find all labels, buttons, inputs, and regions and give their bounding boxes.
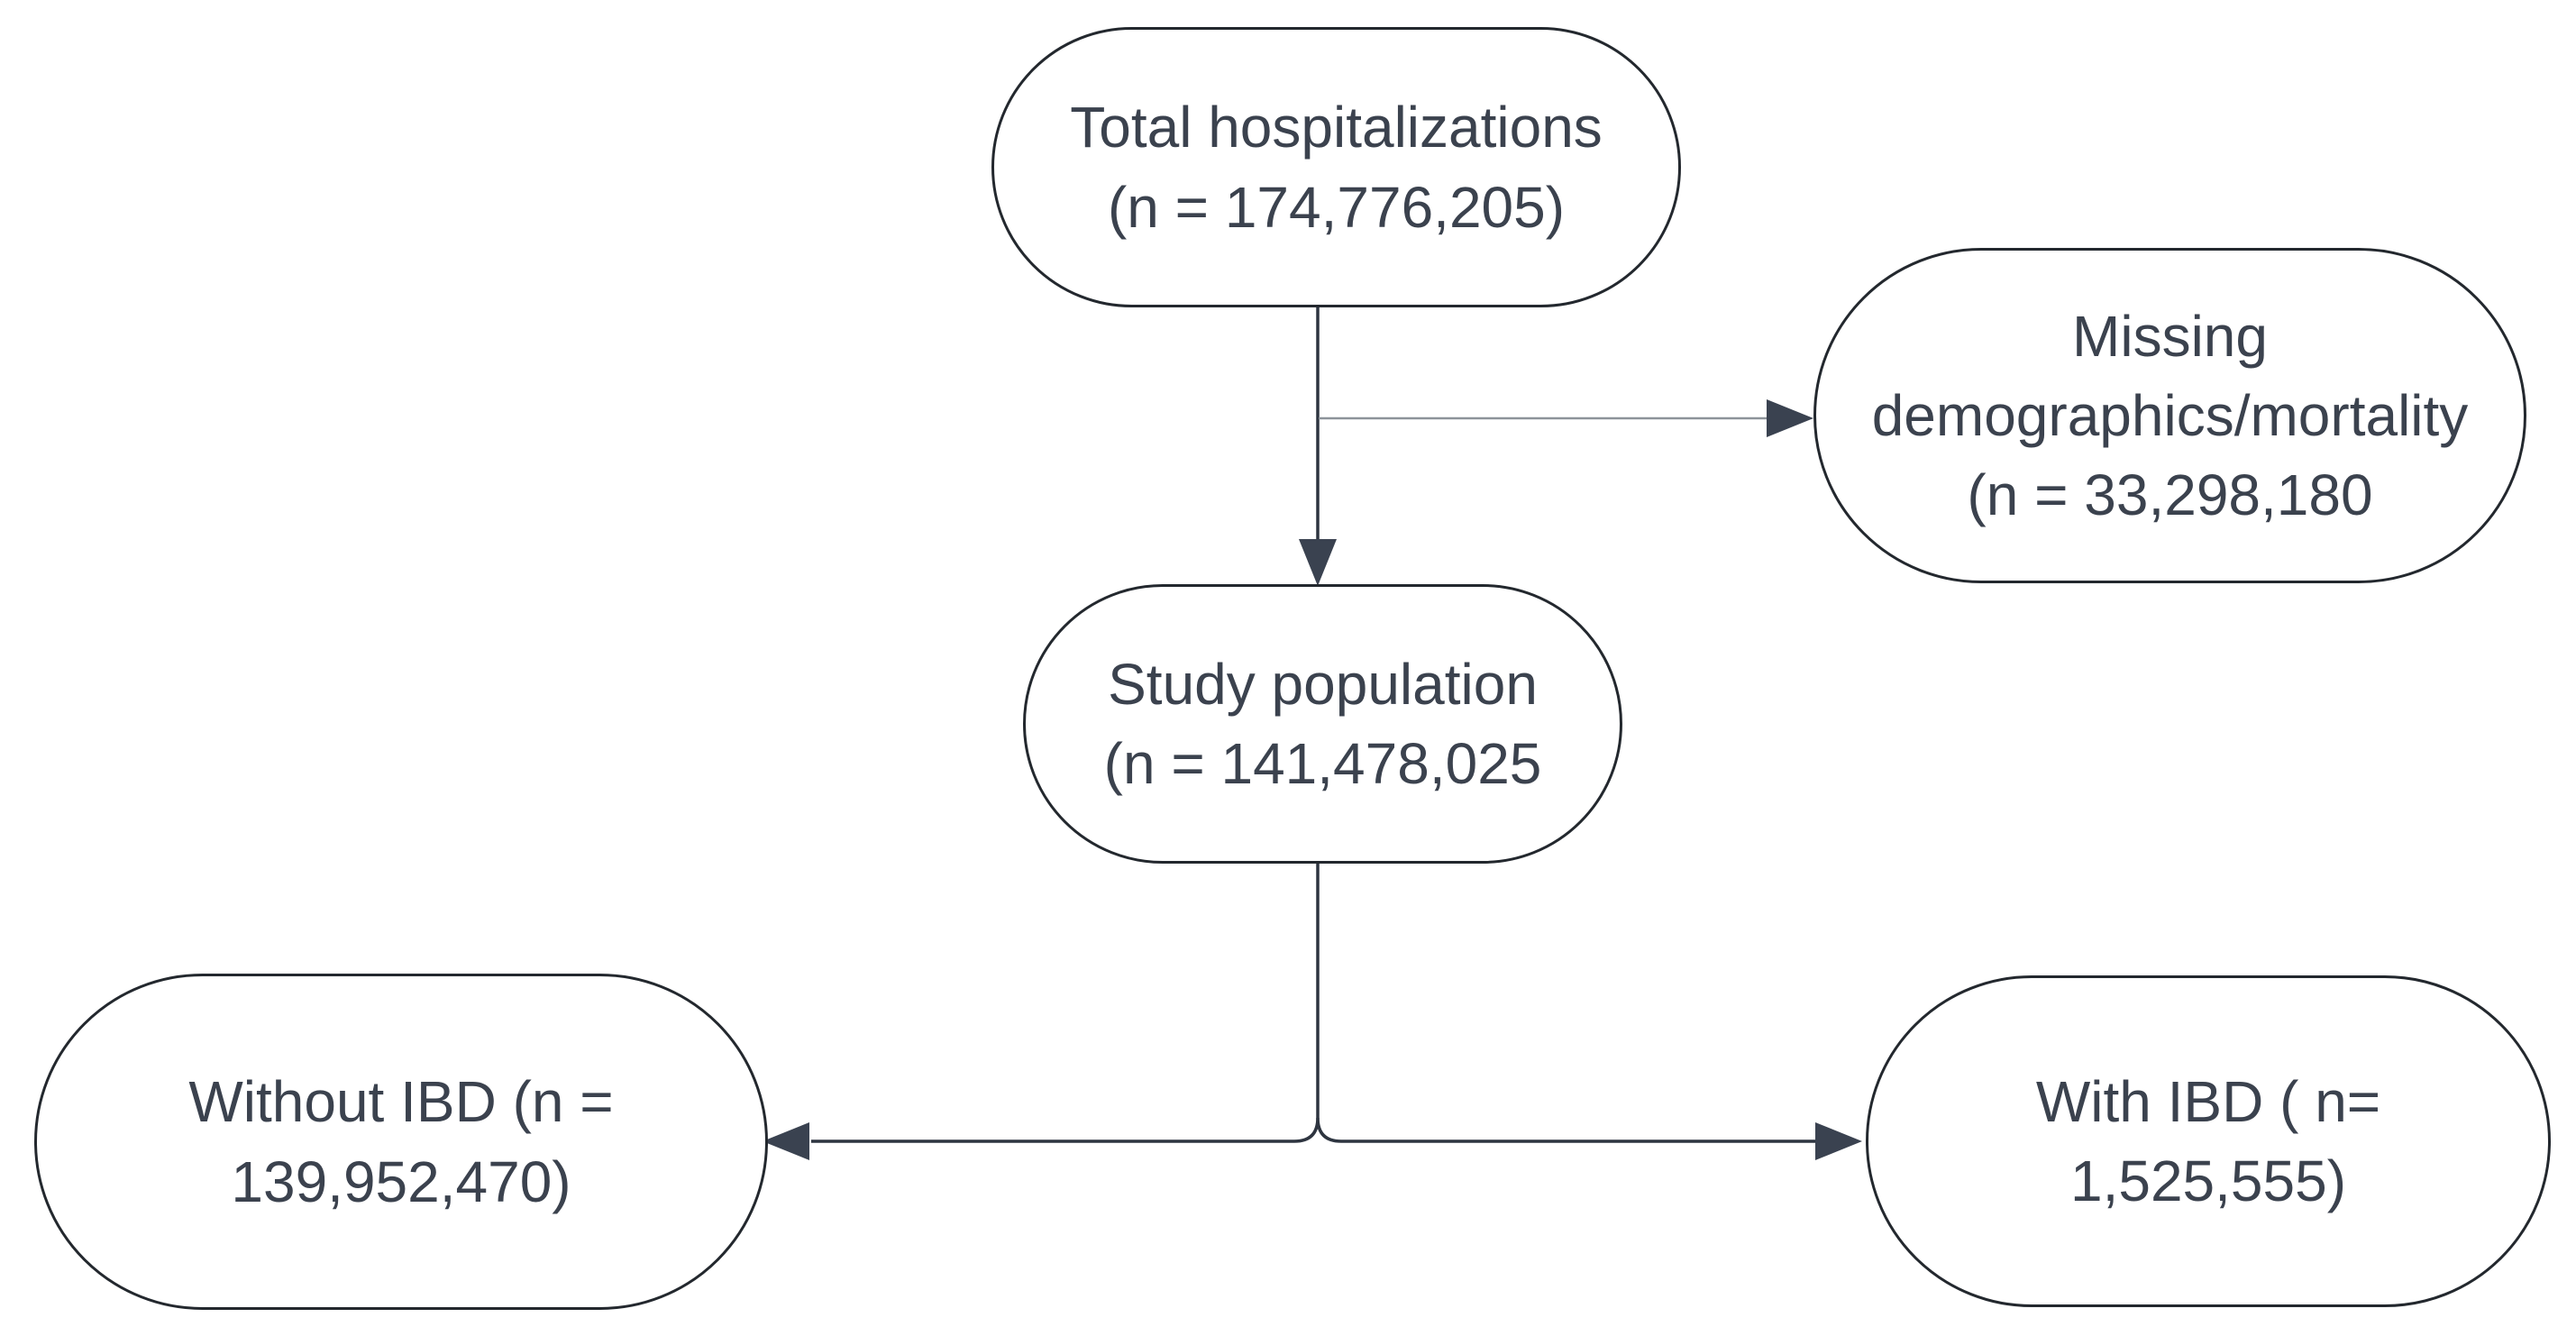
node-label-line: demographics/mortality — [1871, 382, 2469, 448]
node-missing-demographics-mortality: Missing demographics/mortality (n = 33,2… — [1813, 248, 2526, 583]
node-label-line: 139,952,470) — [231, 1148, 571, 1214]
node-label-line: (n = 141,478,025 — [1103, 731, 1542, 796]
arrowhead-right-with-ibd — [1815, 1122, 1862, 1160]
node-label-line: 1,525,555) — [2069, 1148, 2347, 1213]
node-label-line: (n = 174,776,205) — [1107, 174, 1566, 240]
node-study-population: Study population (n = 141,478,025 — [1023, 584, 1622, 864]
node-label-line: With IBD ( n= — [2035, 1068, 2381, 1134]
node-with-ibd: With IBD ( n= 1,525,555) — [1866, 975, 2551, 1307]
node-label-line: Study population — [1108, 651, 1538, 717]
arrowhead-left-without-ibd — [763, 1122, 809, 1160]
node-label-line: Without IBD (n = — [188, 1069, 614, 1135]
node-label-line: Missing — [2072, 303, 2268, 369]
node-label-line: (n = 33,298,180 — [1967, 462, 2373, 528]
connector-study-to-without-ibd — [811, 864, 1320, 1143]
node-total-hospitalizations: Total hospitalizations (n = 174,776,205) — [991, 27, 1681, 307]
node-without-ibd: Without IBD (n = 139,952,470) — [34, 974, 768, 1310]
node-label-line: Total hospitalizations — [1070, 95, 1603, 160]
arrowhead-right-missing — [1767, 399, 1813, 437]
arrowhead-down-study — [1299, 539, 1337, 586]
connector-study-to-with-ibd — [1316, 1117, 1817, 1143]
